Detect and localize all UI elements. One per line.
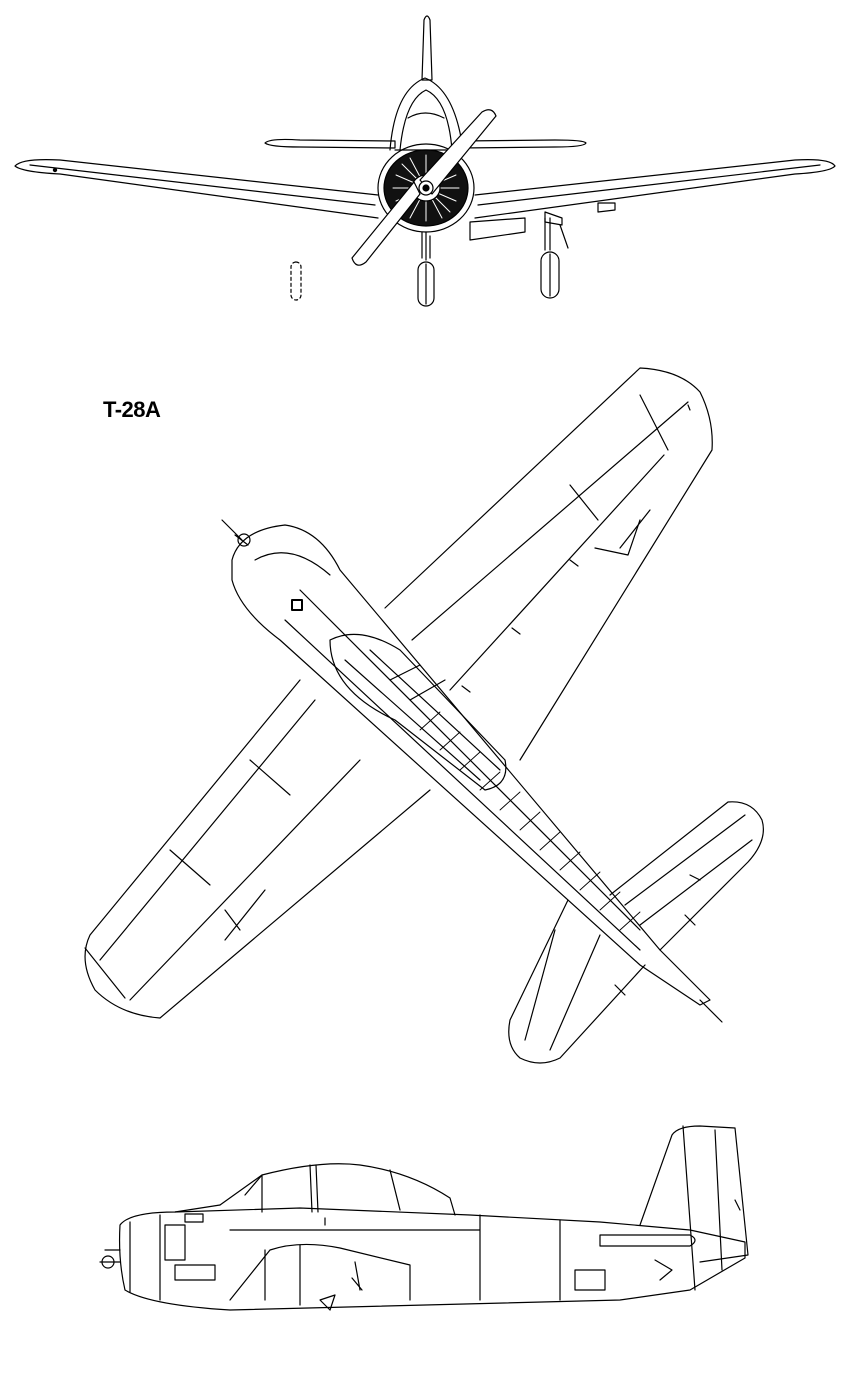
front-left-wing — [15, 160, 378, 218]
front-view — [15, 16, 835, 306]
side-vertical-tail — [640, 1126, 748, 1262]
side-wing — [230, 1244, 410, 1300]
front-tail-fin — [422, 16, 432, 80]
front-propeller — [420, 110, 496, 194]
front-right-wing — [475, 160, 835, 218]
plan-left-stabilizer — [509, 900, 645, 1063]
plan-canopy — [330, 634, 506, 790]
plan-left-wing — [85, 680, 430, 1018]
side-view — [100, 1126, 748, 1310]
plan-right-wing — [385, 368, 712, 760]
side-canopy — [220, 1164, 455, 1215]
aircraft-designation-label: T-28A — [103, 397, 161, 422]
front-horizontal-stabilizer — [265, 139, 586, 148]
plan-fuselage — [232, 525, 710, 1005]
plan-view — [85, 368, 763, 1063]
side-fuselage — [120, 1208, 745, 1310]
front-landing-gear — [291, 218, 568, 306]
plan-right-stabilizer — [610, 802, 763, 950]
front-canopy — [390, 78, 463, 150]
